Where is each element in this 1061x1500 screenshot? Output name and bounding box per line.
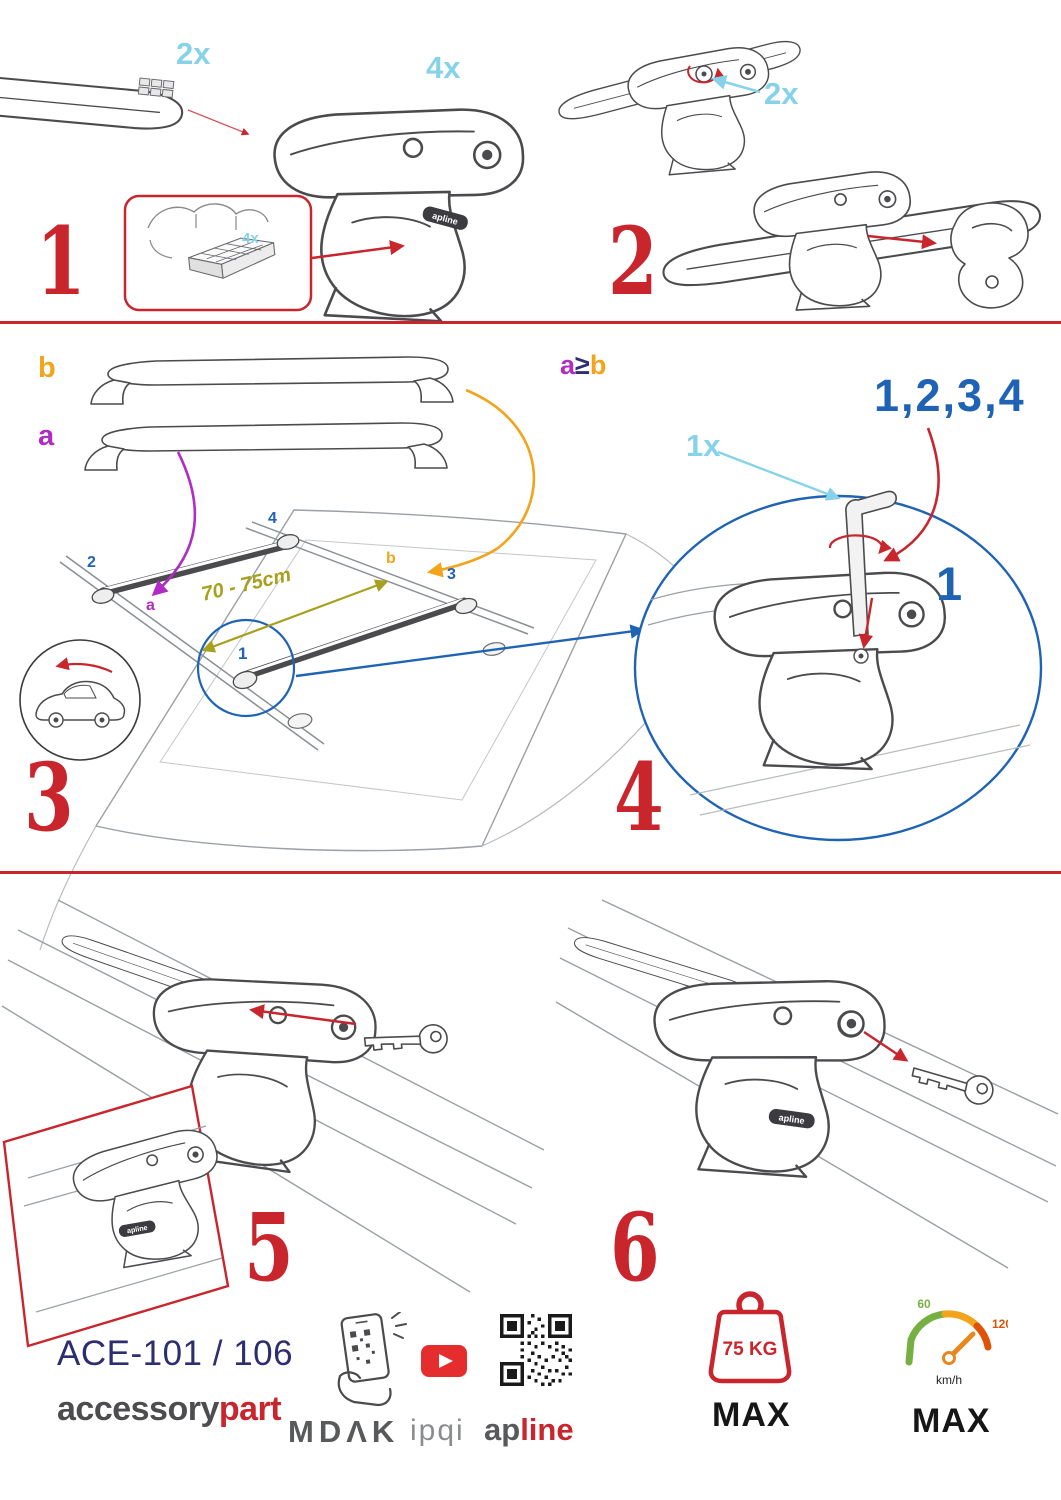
pad-quantity-label: 4x — [242, 230, 259, 247]
brand-part: part — [218, 1390, 282, 1428]
speed-max-value: 120 — [992, 1317, 1008, 1331]
step1-crossbar-drawing — [0, 54, 250, 138]
speed-min-value: 60 — [917, 1297, 931, 1311]
product-model: ACE-101 / 106 — [57, 1334, 294, 1373]
step1-pad-inset — [123, 194, 405, 312]
step5-lock-inset: apline — [2, 1084, 235, 1348]
ipqi-logo: ipqi — [410, 1414, 465, 1447]
step3-bars-drawing — [84, 356, 454, 471]
bar-b-arrow — [426, 388, 536, 578]
youtube-icon — [421, 1345, 467, 1377]
step6-number: 6 — [610, 1193, 660, 1303]
step1-number: 1 — [36, 207, 86, 317]
brand-wordmark: accessorypart — [57, 1390, 282, 1429]
foot-brand-badge: apline — [422, 206, 468, 230]
roof-a-label: a — [146, 597, 155, 614]
max-weight-value: 75 KG — [723, 1339, 778, 1360]
insert-key-arrow — [249, 1004, 357, 1026]
tightening-sequence-label: 1,2,3,4 — [874, 370, 1026, 421]
step1-foot-drawing: apline — [264, 98, 527, 327]
bar-quantity-label: 2x — [176, 36, 211, 71]
crossbar-b-label: b — [38, 352, 56, 384]
position-4-label: 4 — [268, 510, 277, 527]
step2-number: 2 — [608, 207, 658, 317]
tool-qty-arrow — [717, 450, 841, 501]
apline-logo: apline — [484, 1412, 574, 1448]
speed-max-label: MAX — [912, 1402, 991, 1440]
distance-arrow — [201, 579, 389, 653]
mdak-logo: MDΛK — [288, 1414, 400, 1449]
rule-b: b — [589, 350, 607, 380]
lock-cylinder — [837, 1010, 865, 1038]
sequence-arrow — [883, 427, 940, 562]
allen-key — [845, 490, 897, 637]
section-divider-2 — [0, 871, 1061, 874]
phone-qr-icon — [337, 1312, 407, 1407]
rotate-arrow — [828, 534, 892, 554]
position-3-label: 3 — [447, 566, 456, 583]
speedometer-icon: 60 120 km/h — [905, 1297, 1008, 1387]
tool-quantity-label: 1x — [686, 428, 721, 463]
bar-a-arrow — [151, 451, 197, 597]
step3-car-inset — [19, 639, 141, 761]
foot-brand-text: apline — [778, 1112, 805, 1126]
remove-key-arrow — [863, 1031, 909, 1062]
zoom-arrow — [295, 624, 645, 678]
step6-drawing: apline — [555, 899, 1059, 1269]
sequence-first-label: 1 — [936, 557, 963, 610]
speed-unit-label: km/h — [936, 1373, 962, 1387]
brand-accessory: accessory — [57, 1390, 219, 1428]
section-divider-1 — [0, 321, 1061, 324]
step3-number: 3 — [24, 743, 74, 853]
spacing-rule-label: a≥b — [560, 350, 606, 381]
rule-a: a — [560, 350, 576, 380]
foot-brand-text: apline — [126, 1223, 148, 1235]
position-2-label: 2 — [87, 554, 96, 571]
apline-ap: ap — [484, 1412, 521, 1447]
weight-max-label: MAX — [712, 1396, 791, 1434]
max-weight-icon: 75 KG — [708, 1291, 792, 1384]
position-1-label: 1 — [238, 644, 248, 663]
step5-drawing — [1, 899, 545, 1293]
foot-quantity-label: 4x — [426, 50, 461, 85]
roof-b-label: b — [386, 550, 396, 567]
step4-number: 4 — [614, 743, 664, 853]
crossbar-a-label: a — [38, 420, 55, 452]
rule-operator: ≥ — [575, 350, 590, 380]
step4-zoom-drawing — [633, 427, 1043, 842]
step5-number: 5 — [244, 1193, 294, 1303]
apline-line: line — [520, 1412, 574, 1447]
qr-code-icon — [500, 1314, 572, 1386]
direction-arrow — [55, 657, 113, 673]
step2-drawing — [554, 36, 1045, 313]
bolt-quantity-label: 2x — [764, 76, 799, 111]
